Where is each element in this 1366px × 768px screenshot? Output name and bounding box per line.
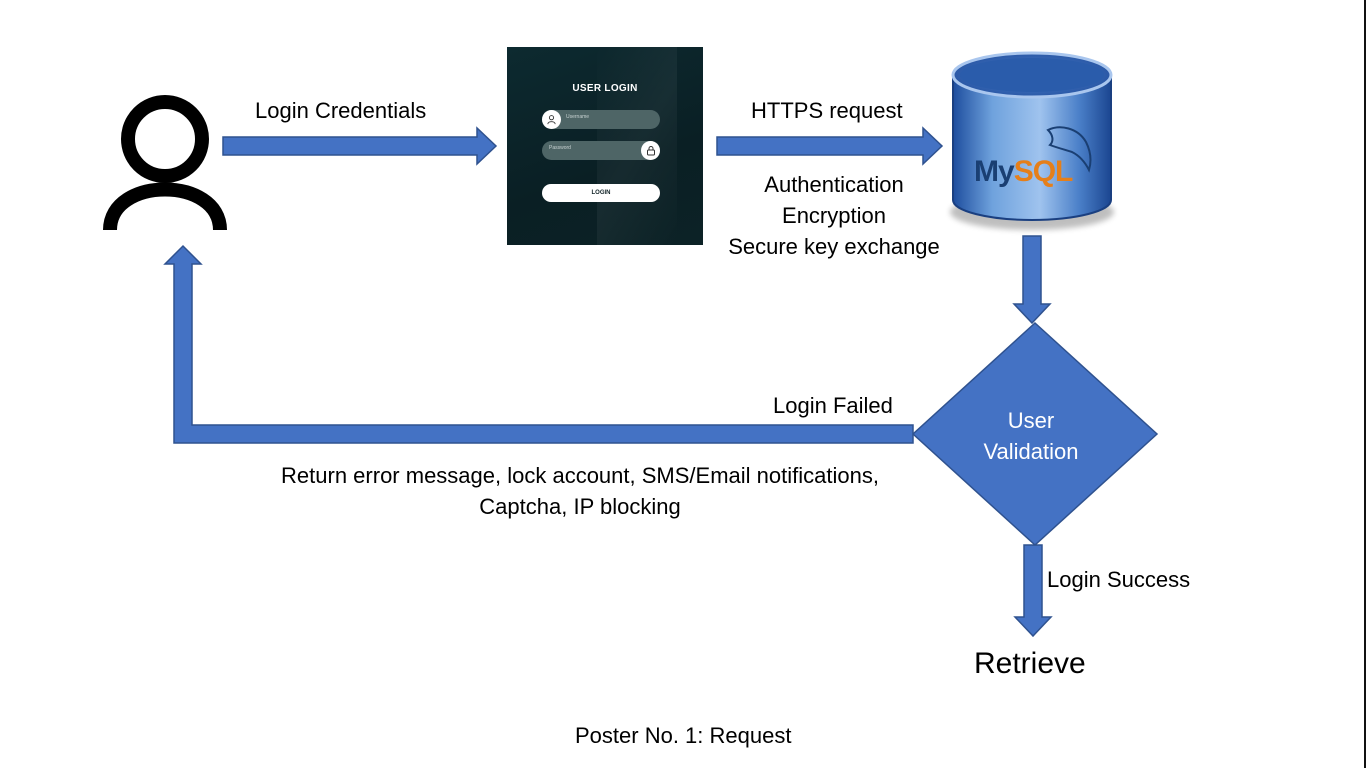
arrow-db-to-validation [1012, 235, 1052, 325]
label-failure-actions-line2: Captcha, IP blocking [479, 494, 681, 519]
username-field: Username [542, 110, 660, 129]
label-login-failed: Login Failed [773, 393, 893, 418]
retrieve-node: Retrieve [974, 647, 1086, 680]
user-icon [103, 95, 227, 231]
user-icon [542, 110, 561, 129]
mysql-logo-text: MySQL [974, 155, 1074, 189]
password-placeholder: Password [549, 145, 571, 151]
label-login-success: Login Success [1047, 567, 1191, 592]
label-failure-actions-line1: Return error message, lock account, SMS/… [281, 463, 879, 488]
arrow-login-failed [163, 244, 914, 444]
mysql-logo-my: My [974, 155, 1015, 188]
label-login-credentials: Login Credentials [255, 98, 427, 123]
poster-caption: Poster No. 1: Request [575, 723, 792, 748]
mysql-database-icon [950, 51, 1114, 230]
password-field: Password [542, 141, 660, 160]
mysql-logo-sql: SQL [1013, 155, 1074, 188]
username-placeholder: Username [566, 114, 590, 120]
decision-label-validation: Validation [983, 439, 1079, 464]
arrow-login-credentials [222, 126, 498, 166]
arrow-https-request [716, 126, 944, 166]
label-authentication: Authentication [764, 172, 904, 197]
label-secure-key-exchange: Secure key exchange [728, 234, 940, 259]
login-form-title: USER LOGIN [572, 83, 638, 94]
login-button: LOGIN [542, 184, 660, 202]
login-form-image: USER LOGIN Username Password LOGIN [507, 47, 703, 245]
decision-label-user: User [1007, 408, 1055, 433]
lock-icon [641, 141, 660, 160]
label-https-request: HTTPS request [751, 98, 903, 123]
label-encryption: Encryption [782, 203, 886, 228]
slide-edge [1364, 0, 1366, 768]
arrow-login-success [1013, 544, 1053, 638]
